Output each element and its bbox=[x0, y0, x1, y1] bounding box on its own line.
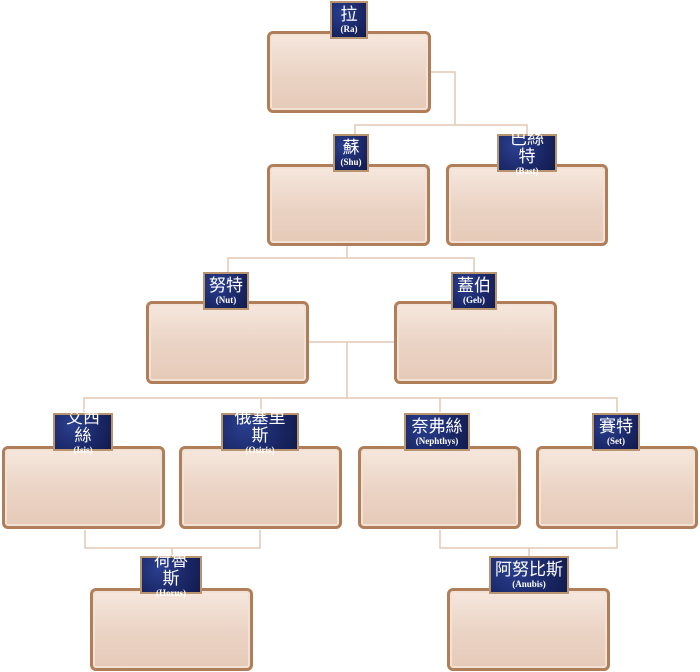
node-isis-box bbox=[2, 446, 165, 529]
node-anubis-box bbox=[447, 588, 610, 671]
node-nut-name-en: (Nut) bbox=[215, 294, 237, 305]
node-nephthys-label: 奈弗絲 (Nephthys) bbox=[404, 413, 470, 451]
node-shu-name-zh: 蘇 bbox=[342, 137, 360, 158]
node-horus-label: 荷魯斯 (Horus) bbox=[140, 552, 202, 598]
node-ra-name-en: (Ra) bbox=[340, 23, 358, 34]
node-isis-name-en: (Isis) bbox=[73, 444, 93, 455]
node-anubis-label: 阿努比斯 (Anubis) bbox=[489, 556, 569, 594]
node-horus-box bbox=[90, 588, 253, 671]
connector-shu-children bbox=[227, 246, 475, 272]
node-horus-name-zh: 荷魯斯 bbox=[154, 550, 188, 589]
node-nephthys-box bbox=[358, 446, 521, 529]
node-isis-name-zh: 艾西絲 bbox=[66, 407, 100, 446]
node-osiris-label: 俄塞里斯 (Osiris) bbox=[221, 409, 299, 455]
node-ra-box bbox=[267, 31, 431, 113]
node-shu-label: 蘇 (Shu) bbox=[333, 134, 369, 172]
node-set-label: 賽特 (Set) bbox=[592, 413, 640, 451]
node-bast-name-en: (Bast) bbox=[515, 165, 539, 176]
node-ra-name-zh: 拉 bbox=[340, 4, 358, 25]
node-osiris-box bbox=[179, 446, 342, 529]
node-bast-name-zh: 巴絲特 bbox=[510, 128, 544, 167]
node-horus-name-en: (Horus) bbox=[156, 587, 186, 598]
node-set-name-zh: 賽特 bbox=[599, 416, 633, 437]
node-nut-box bbox=[146, 301, 309, 384]
node-osiris-name-zh: 俄塞里斯 bbox=[234, 407, 286, 446]
node-set-box bbox=[536, 446, 698, 529]
node-geb-name-zh: 蓋伯 bbox=[457, 275, 491, 296]
node-shu-name-en: (Shu) bbox=[340, 156, 362, 167]
node-anubis-name-en: (Anubis) bbox=[512, 578, 546, 589]
node-shu-box bbox=[267, 164, 430, 246]
node-nephthys-name-zh: 奈弗絲 bbox=[411, 416, 463, 437]
node-geb-box bbox=[394, 301, 557, 384]
node-set-name-en: (Set) bbox=[607, 435, 625, 446]
node-isis-label: 艾西絲 (Isis) bbox=[53, 409, 113, 455]
node-nut-name-zh: 努特 bbox=[209, 275, 243, 296]
node-nut-label: 努特 (Nut) bbox=[203, 272, 249, 310]
node-ra-label: 拉 (Ra) bbox=[330, 1, 368, 39]
node-nephthys-name-en: (Nephthys) bbox=[415, 435, 459, 446]
connector-ra-children bbox=[354, 71, 528, 137]
node-geb-label: 蓋伯 (Geb) bbox=[451, 272, 497, 310]
node-osiris-name-en: (Osiris) bbox=[245, 444, 275, 455]
node-bast-label: 巴絲特 (Bast) bbox=[497, 130, 557, 176]
connector-nut-geb-children bbox=[83, 341, 618, 412]
node-geb-name-en: (Geb) bbox=[463, 294, 485, 305]
node-anubis-name-zh: 阿努比斯 bbox=[495, 559, 563, 580]
